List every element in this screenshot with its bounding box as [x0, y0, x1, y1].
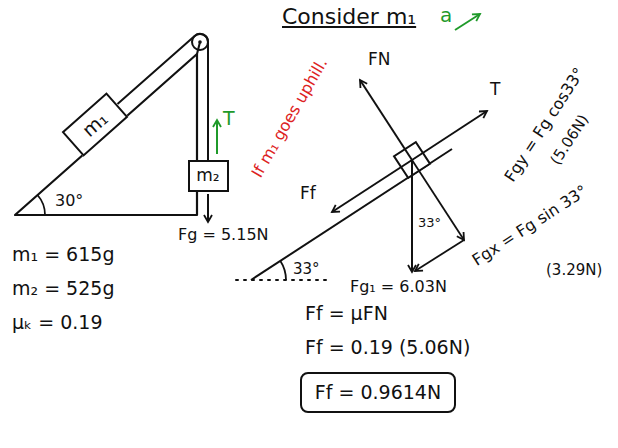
- weight-arrow: [411, 160, 413, 272]
- tension-arrow: [216, 120, 218, 154]
- pulley-mount: [197, 42, 200, 54]
- force-value: Fg₁ = 6.03N: [350, 278, 447, 296]
- node-text: Ff = 0.9614N: [315, 382, 441, 404]
- normal-force-arrow: [360, 80, 412, 160]
- acceleration-arrow: [455, 14, 480, 30]
- incline: [15, 54, 197, 215]
- angle-label: 30°: [55, 192, 83, 210]
- angle-arc: [38, 195, 46, 215]
- pulley-axle: [198, 40, 202, 44]
- force-label: T: [223, 108, 235, 130]
- note: If m₁ goes uphill.: [248, 55, 331, 181]
- force-value: (3.29N): [546, 262, 602, 279]
- weight-y-component: [412, 160, 464, 240]
- given-value: μₖ = 0.19: [12, 312, 102, 334]
- equation: Ff = μFN: [305, 303, 388, 325]
- tension-arrow: [412, 111, 487, 160]
- block-m1: m₁: [62, 92, 129, 156]
- answer-box: Ff = 0.9614N: [300, 372, 456, 413]
- weight-x-component: [415, 240, 464, 271]
- angle-label: 33°: [293, 261, 320, 278]
- force-label: FN: [368, 50, 391, 70]
- rope: [118, 34, 209, 160]
- acceleration-label: a: [440, 4, 452, 27]
- friction-arrow: [332, 160, 412, 212]
- force-label: T: [490, 80, 500, 100]
- node-text: m₂: [196, 166, 219, 186]
- angle-label: 33°: [418, 216, 441, 231]
- fbd-angle-arc: [280, 261, 286, 280]
- block-m2: m₂: [188, 160, 229, 192]
- given-value: m₂ = 525g: [12, 278, 114, 300]
- weight-arrow: [207, 194, 209, 222]
- fbd-ground: [236, 279, 332, 281]
- heading: Consider m₁: [282, 4, 416, 29]
- node-text: m₁: [78, 107, 112, 141]
- force-value: Fg = 5.15N: [178, 226, 269, 244]
- force-label: Ff: [300, 184, 316, 204]
- equation: Ff = 0.19 (5.06N): [305, 337, 470, 359]
- given-value: m₁ = 615g: [12, 244, 114, 266]
- equation: Fgx = Fg sin 33°: [469, 182, 591, 270]
